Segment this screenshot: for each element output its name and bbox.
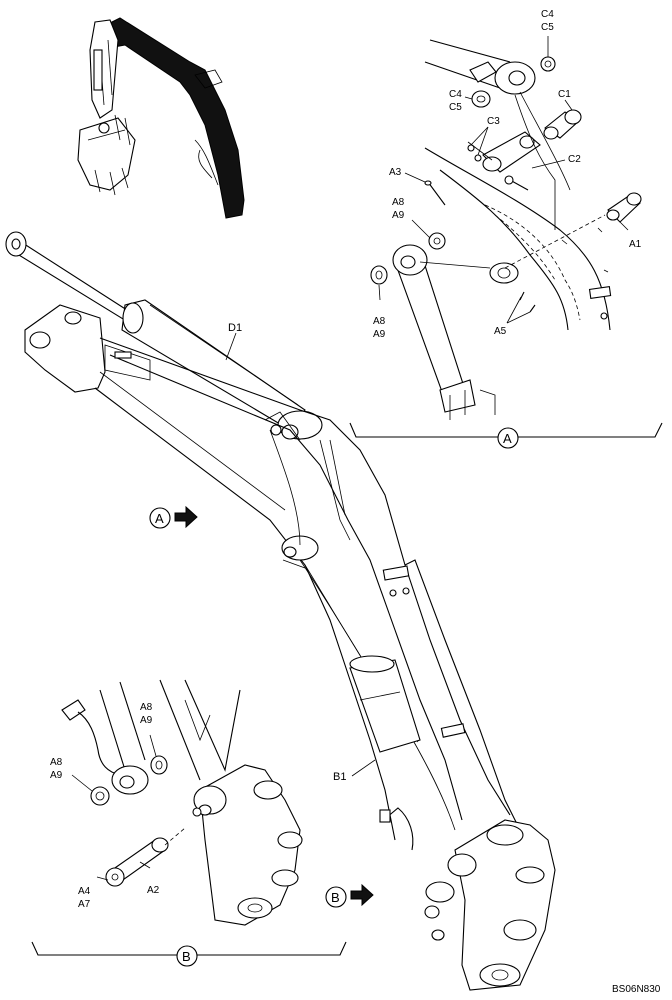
view-arrow-a-label: A xyxy=(155,511,164,526)
view-arrow-b: B xyxy=(325,883,374,908)
excavator-thumbnail xyxy=(77,17,245,219)
callout-a8-top: A8 xyxy=(392,197,405,208)
detail-a-caption: A xyxy=(497,427,519,449)
callout-a8-left: A8 xyxy=(373,316,386,327)
callout-d1: D1 xyxy=(228,322,242,334)
callout-leader-b1 xyxy=(351,759,376,777)
main-boom-view xyxy=(5,231,556,991)
callout-leader-d1 xyxy=(225,332,237,361)
callout-a9-right: A9 xyxy=(140,715,153,726)
callout-c5-left: C5 xyxy=(449,102,462,113)
view-arrow-a: A xyxy=(149,505,198,529)
callout-c3: C3 xyxy=(487,116,500,127)
callout-c4-top: C4 xyxy=(541,9,554,20)
detail-a-leaders xyxy=(378,36,629,324)
detail-b-view xyxy=(61,679,303,926)
callout-a8-right: A8 xyxy=(140,702,153,713)
callout-a5: A5 xyxy=(494,326,507,337)
detail-a-view xyxy=(370,39,642,420)
detail-b-caption-label: B xyxy=(182,949,191,964)
callout-a9-left: A9 xyxy=(50,770,63,781)
callout-c5-top: C5 xyxy=(541,22,554,33)
callout-a1: A1 xyxy=(629,239,642,250)
callout-a2: A2 xyxy=(147,885,160,896)
view-arrow-b-label: B xyxy=(331,890,340,905)
callout-a3: A3 xyxy=(389,167,402,178)
callout-c2: C2 xyxy=(568,154,581,165)
callout-a9-top: A9 xyxy=(392,210,405,221)
drawing-code: BS06N830 xyxy=(612,984,661,995)
callout-a9-left: A9 xyxy=(373,329,386,340)
detail-b-leaders xyxy=(71,734,157,881)
callout-b1: B1 xyxy=(333,771,346,783)
detail-b-caption: B xyxy=(176,945,198,967)
callout-a7: A7 xyxy=(78,899,91,910)
callout-c1: C1 xyxy=(558,89,571,100)
detail-a-caption-label: A xyxy=(503,431,512,446)
arrow-right-icon xyxy=(350,883,374,907)
callout-a4: A4 xyxy=(78,886,91,897)
callout-c4-left: C4 xyxy=(449,89,462,100)
callout-a8-left: A8 xyxy=(50,757,63,768)
arrow-right-icon xyxy=(174,505,198,529)
